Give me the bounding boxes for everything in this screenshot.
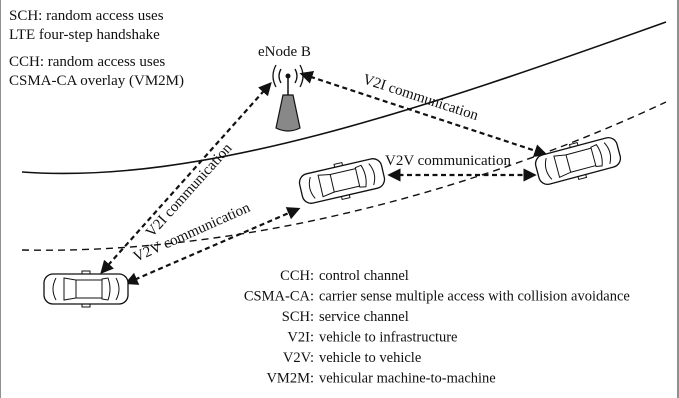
- legend-term: VM2M:: [266, 371, 314, 387]
- legend-term: CCH:: [280, 268, 314, 284]
- sch-note-line1: SCH: random access uses: [9, 8, 164, 24]
- legend-term: CSMA-CA:: [244, 289, 314, 305]
- sch-note-line2: LTE four-step handshake: [9, 27, 160, 43]
- legend-definition: vehicular machine-to-machine: [319, 371, 496, 387]
- legend-term: SCH:: [282, 309, 314, 325]
- legend-definition: carrier sense multiple access with colli…: [319, 289, 630, 305]
- legend-term: V2I:: [287, 330, 314, 346]
- v2i-upper-label: V2I communication: [361, 72, 481, 125]
- random-access-notes: SCH: random access uses LTE four-step ha…: [9, 8, 184, 89]
- cch-note-line1: CCH: random access uses: [9, 54, 165, 70]
- v2v-link-lower: [124, 207, 301, 285]
- v2i-link-upper: [299, 71, 548, 157]
- v2v-middle-label: V2V communication: [385, 153, 511, 169]
- legend-term: V2V:: [283, 350, 314, 366]
- legend-definition: vehicle to infrastructure: [319, 330, 458, 346]
- car-middle-icon: [296, 153, 388, 209]
- car-left-icon: [43, 270, 129, 308]
- legend-definition: control channel: [319, 268, 409, 284]
- enodeb-antenna-icon: [272, 64, 304, 132]
- legend-definition: service channel: [319, 309, 409, 325]
- legend-definition: vehicle to vehicle: [319, 350, 421, 366]
- cch-note-line2: CSMA-CA overlay (VM2M): [9, 73, 184, 89]
- enodeb-label: eNode B: [258, 44, 311, 60]
- car-right-icon: [532, 132, 624, 190]
